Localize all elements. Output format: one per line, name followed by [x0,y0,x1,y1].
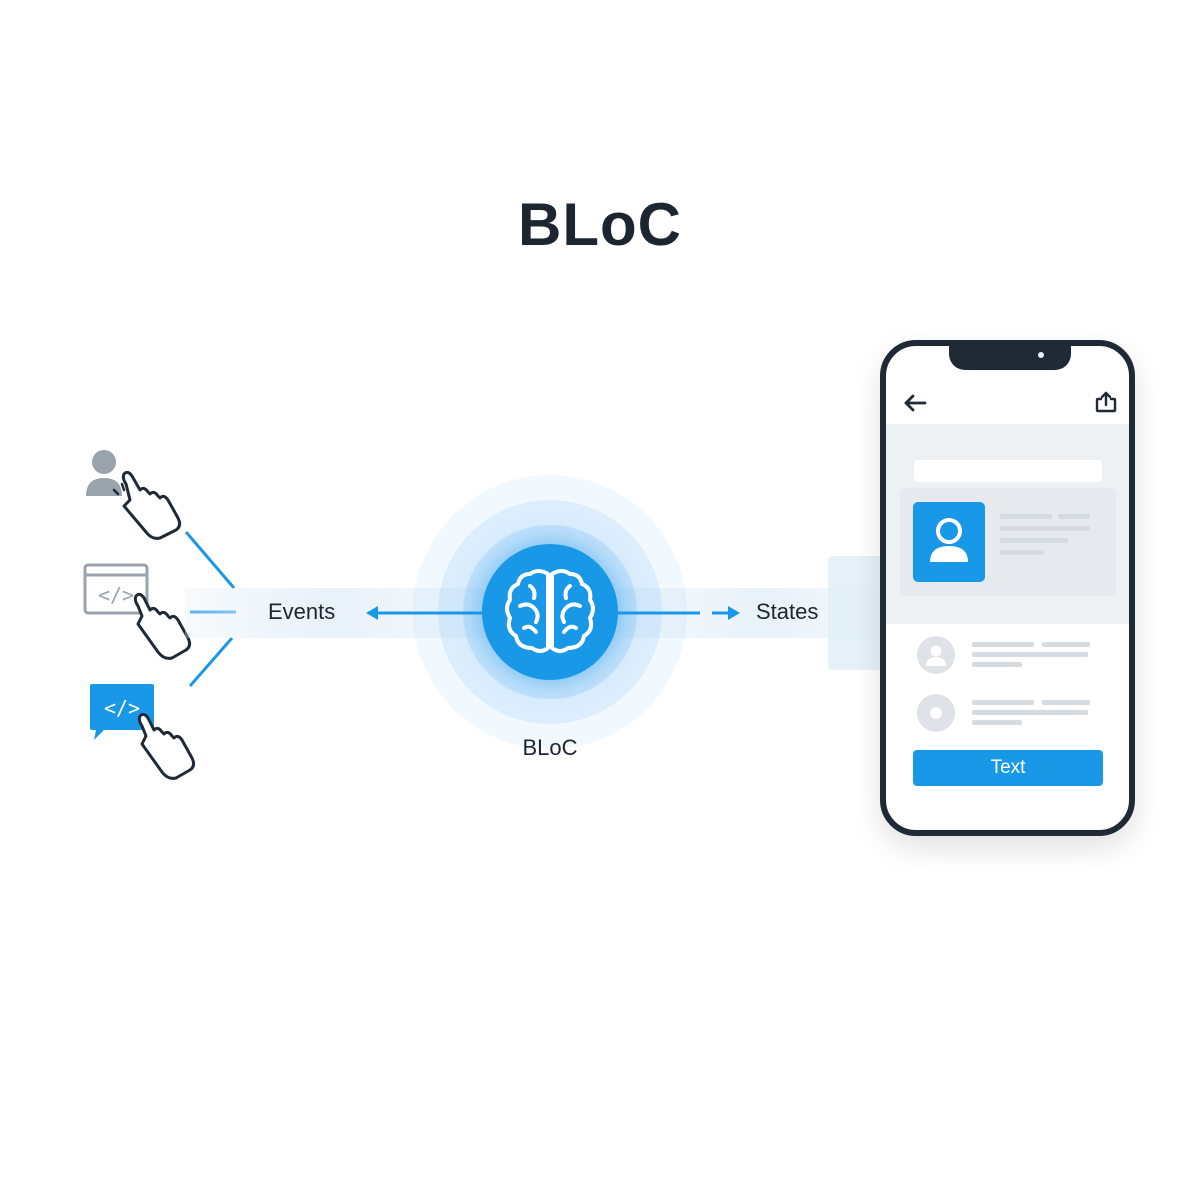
list-item-line [1042,642,1090,647]
bloc-label: BLoC [522,735,578,760]
page-title: BLoC [518,191,682,258]
brain-icon [505,569,595,653]
list-item-line [972,700,1034,705]
profile-line [1000,550,1044,555]
share-icon[interactable] [1094,390,1118,414]
phone-mockup: Text [880,340,1135,836]
user-tap-icon [86,450,182,540]
code-window-tap-icon: </> [83,563,192,660]
event-sources: </> </> [83,450,196,780]
search-bar[interactable] [914,460,1102,482]
states-arrow [614,606,740,620]
list-item-line [972,642,1034,647]
list-item-line [972,710,1088,715]
list-item-line [972,662,1022,667]
list-item-line [972,652,1088,657]
list-item-line [972,720,1022,725]
svg-text:</>: </> [104,696,140,720]
back-arrow-icon[interactable] [902,392,928,414]
svg-text:</>: </> [98,583,134,607]
profile-line [1000,514,1052,519]
person-icon [926,645,946,666]
events-arrow [366,606,485,620]
profile-line [1000,538,1068,543]
events-label: Events [268,599,336,624]
list-item-line [1042,700,1090,705]
profile-line [1000,526,1090,531]
states-flow-band-end [828,556,888,670]
profile-line [1058,514,1090,519]
text-button[interactable]: Text [913,750,1103,786]
camera-dot [1038,352,1044,358]
phone-notch [949,346,1071,370]
placeholder-icon [930,707,942,719]
code-chat-tap-icon: </> [90,684,196,780]
user-icon [930,518,968,562]
states-label: States [756,599,819,624]
